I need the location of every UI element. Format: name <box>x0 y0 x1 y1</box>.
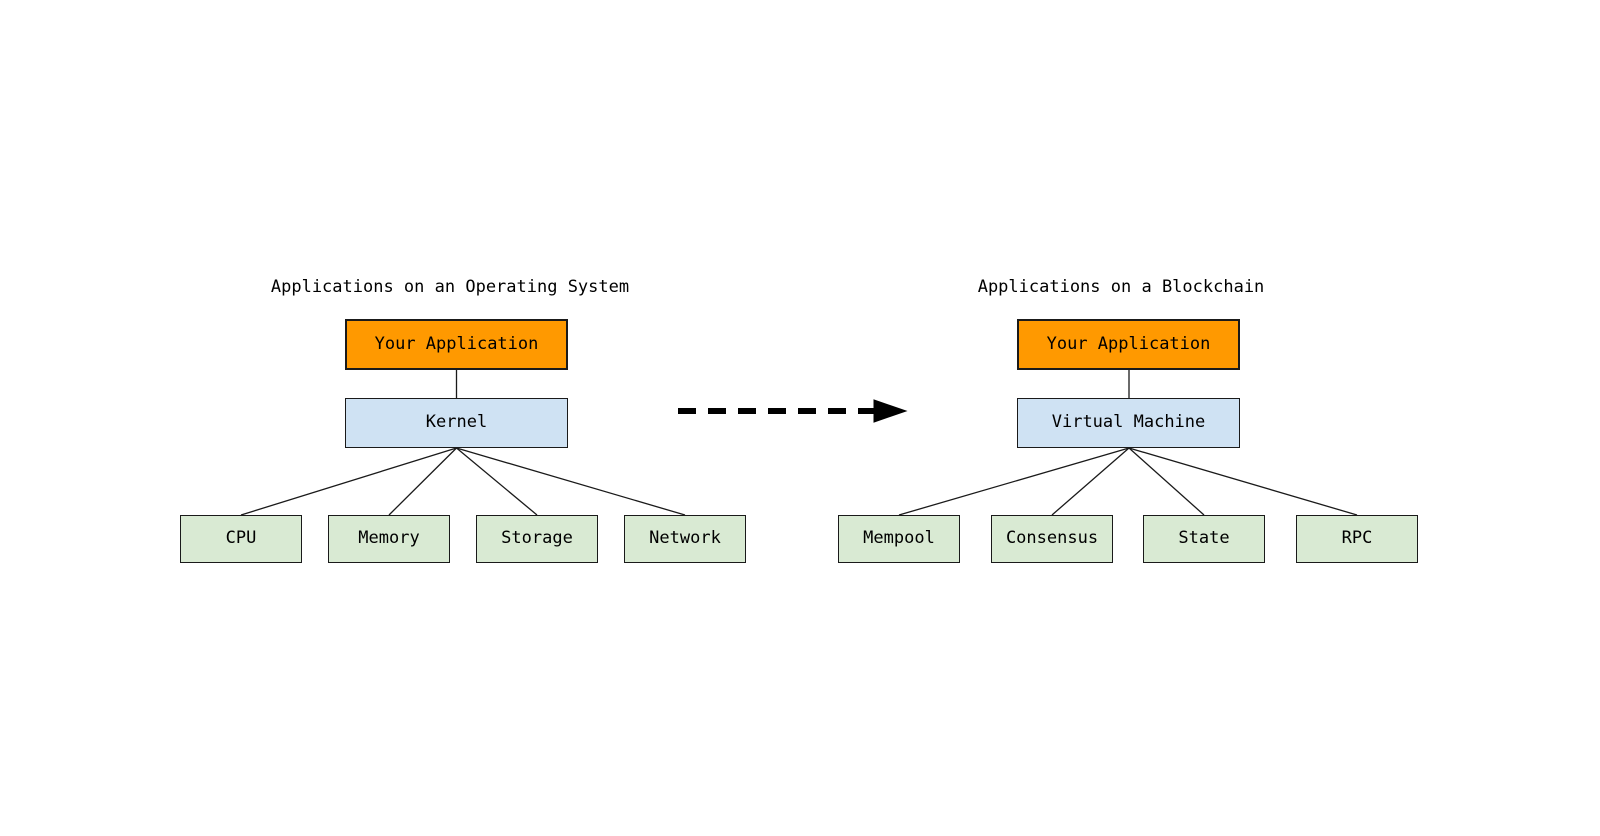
right-component-consensus: Consensus <box>991 515 1113 563</box>
right-diagram-title: Applications on a Blockchain <box>977 277 1265 297</box>
left-component-cpu: CPU <box>180 515 302 563</box>
left-component-network: Network <box>624 515 746 563</box>
right-your-application-box: Your Application <box>1017 319 1240 370</box>
right-connectors <box>898 370 1358 516</box>
dashed-right-arrow-icon <box>678 399 908 423</box>
left-component-memory: Memory <box>328 515 450 563</box>
right-component-mempool: Mempool <box>838 515 960 563</box>
right-virtual-machine-box: Virtual Machine <box>1017 398 1240 448</box>
right-component-state: State <box>1143 515 1265 563</box>
left-connectors <box>240 370 686 516</box>
left-diagram-title: Applications on an Operating System <box>270 277 630 297</box>
left-kernel-box: Kernel <box>345 398 568 448</box>
right-component-rpc: RPC <box>1296 515 1418 563</box>
left-component-storage: Storage <box>476 515 598 563</box>
left-your-application-box: Your Application <box>345 319 568 370</box>
